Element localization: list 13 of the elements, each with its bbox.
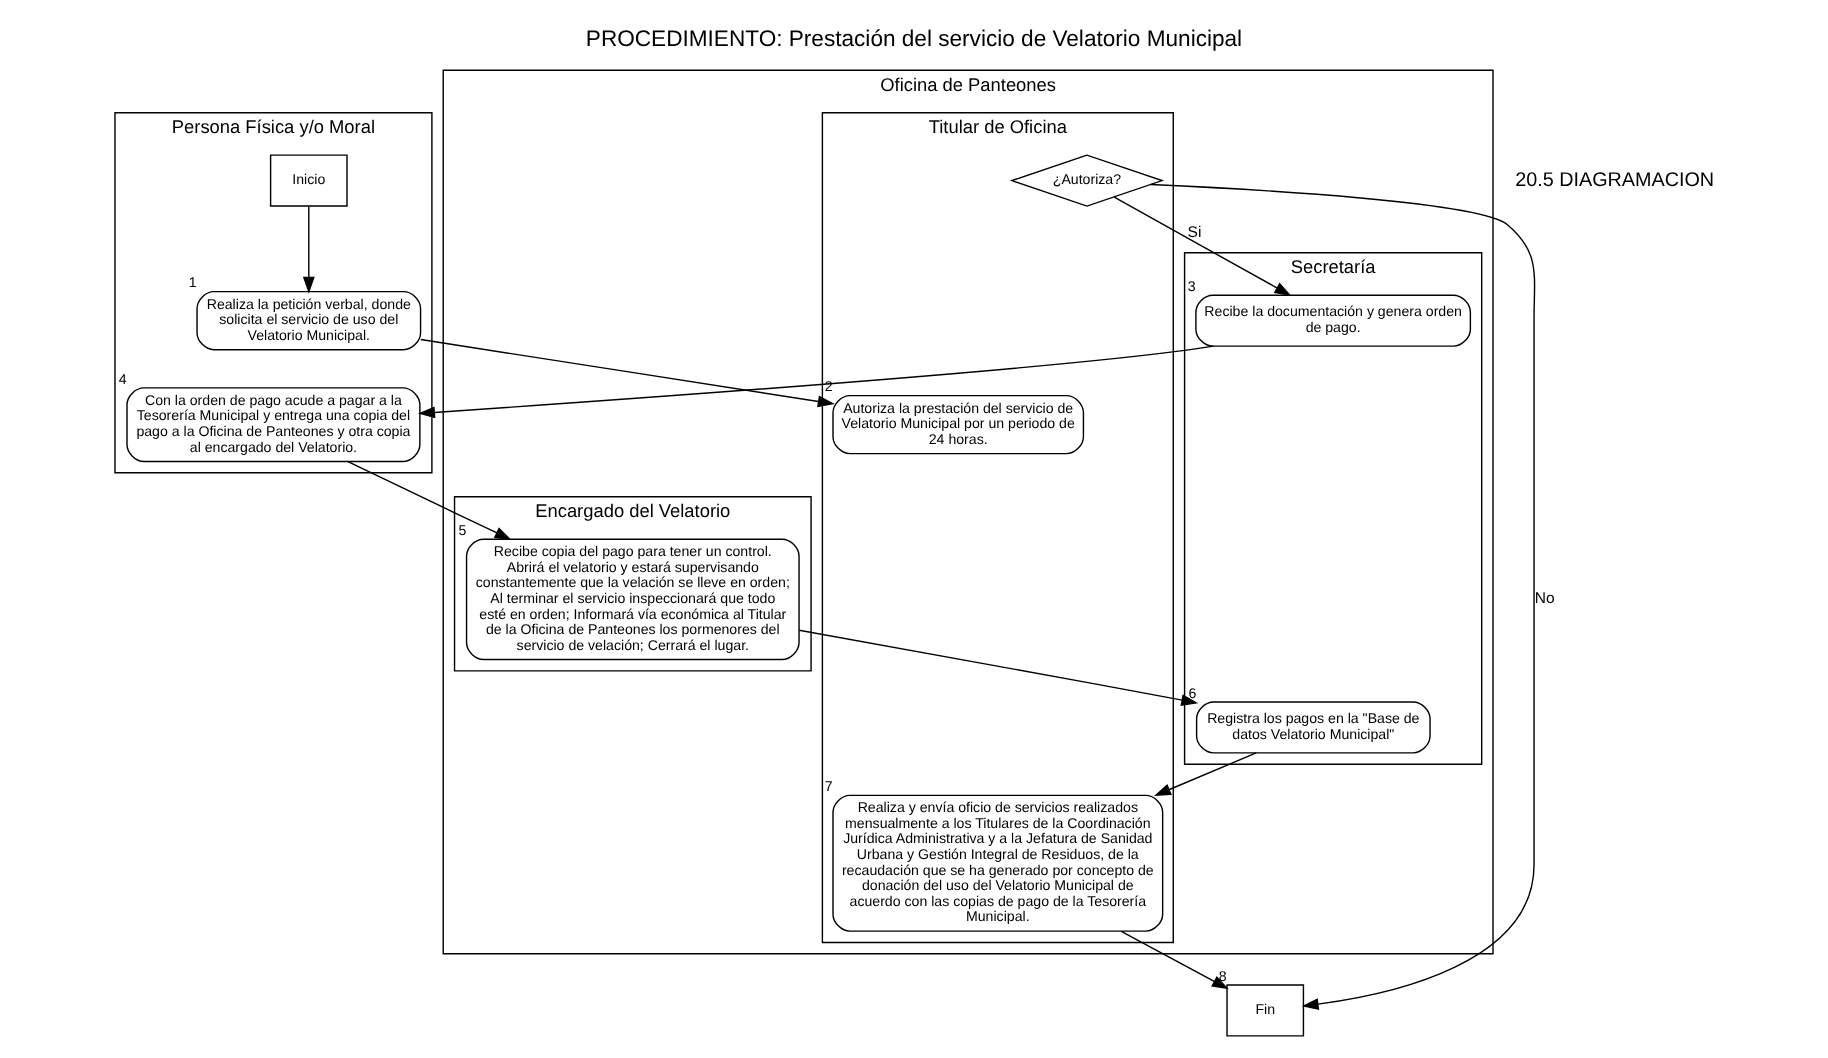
- diagram-title: PROCEDIMIENTO: Prestación del servicio de Velatorio Municipal: [585, 27, 1243, 52]
- arrow: [1149, 183, 1536, 1010]
- arrow: [1120, 930, 1229, 990]
- edge-label: Si: [1187, 222, 1202, 241]
- edge-label: No: [1534, 589, 1555, 608]
- arrow: [420, 338, 835, 408]
- label: 20.5 DIAGRAMACION: [1515, 169, 1715, 192]
- arrow: [346, 460, 512, 540]
- arrow: [1154, 752, 1257, 796]
- arrow: [798, 629, 1199, 706]
- arrow: [302, 205, 315, 294]
- arrow: [418, 345, 1215, 419]
- arrow: [1113, 196, 1292, 296]
